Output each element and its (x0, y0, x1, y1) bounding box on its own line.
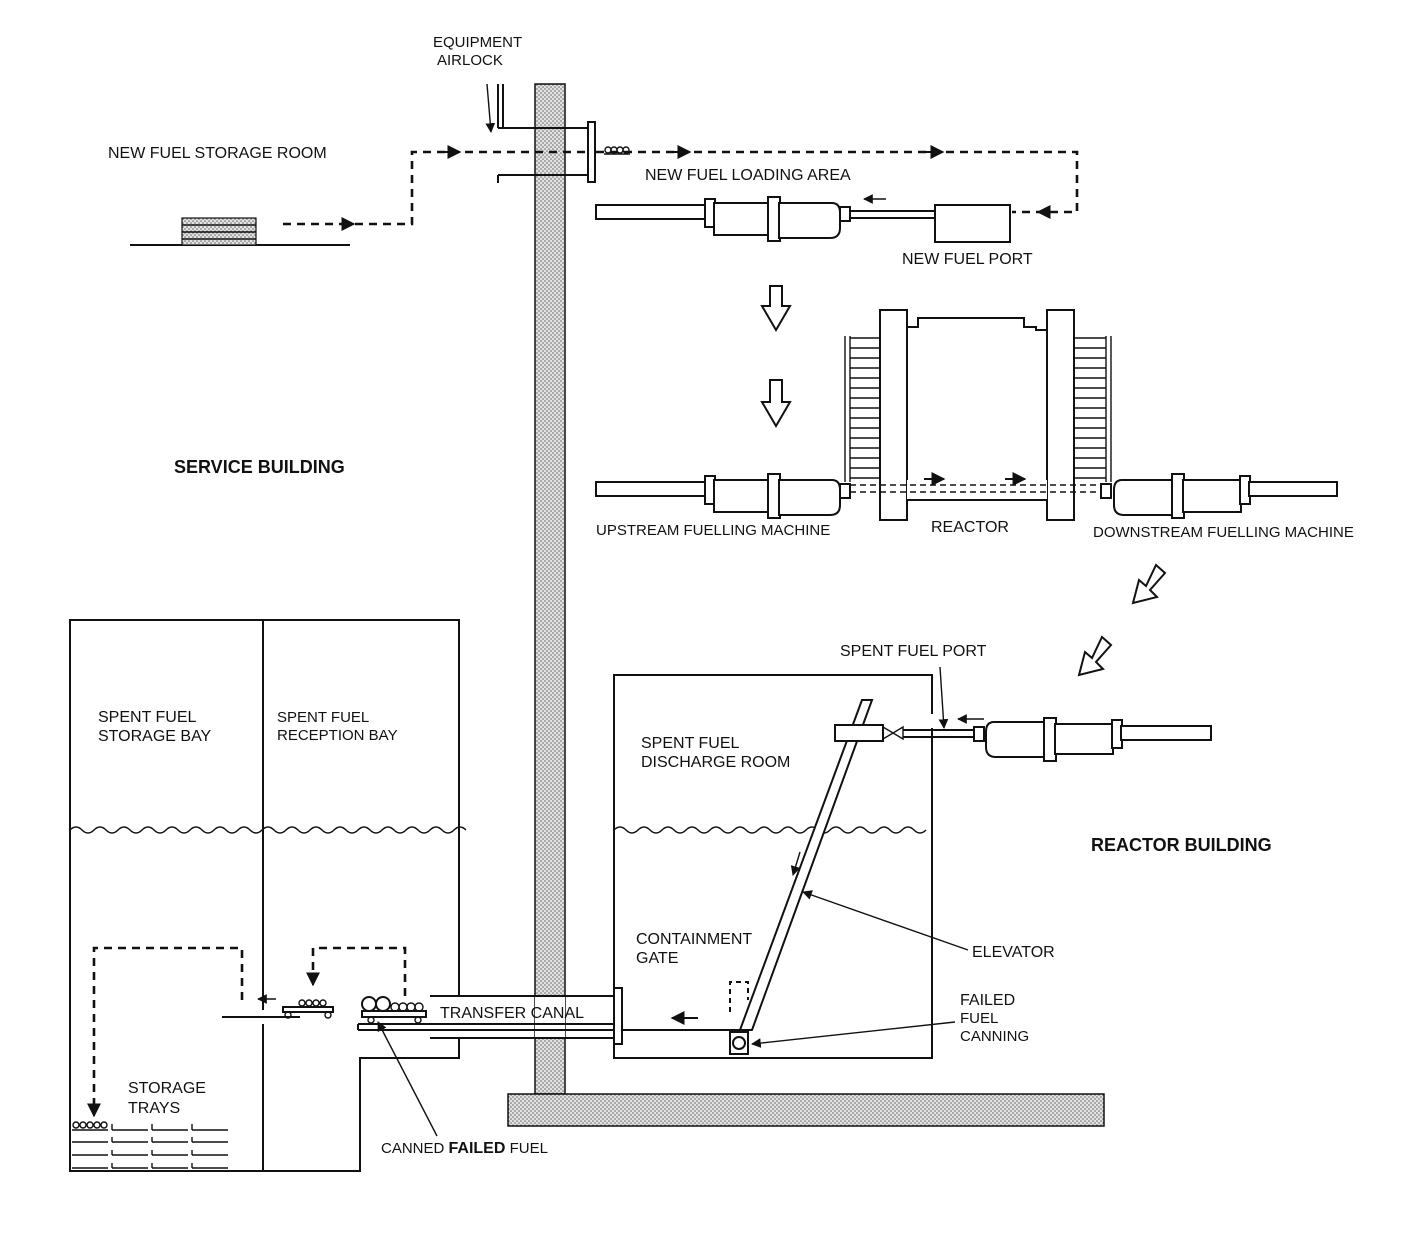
new-fuel-stack (130, 217, 350, 246)
sequence-arrow-down-2 (760, 379, 792, 428)
sequence-arrow-diagonal-1 (1131, 563, 1167, 605)
transfer-canal (357, 987, 623, 1045)
spent-fuel-storage-bay-label-1: SPENT FUEL (98, 709, 197, 726)
reactor-label: REACTOR (931, 519, 1009, 536)
new-fuel-port-label: NEW FUEL PORT (902, 251, 1033, 268)
fuelling-machine-at-new-fuel-port (595, 194, 1011, 243)
equipment-airlock-label-2: AIRLOCK (437, 52, 503, 69)
canned-failed-fuel-label: CANNED FAILED FUEL (381, 1140, 548, 1157)
failed-fuel-canning-pointer (751, 1021, 956, 1048)
new-fuel-loading-area-label: NEW FUEL LOADING AREA (645, 167, 851, 184)
storage-trays-label-2: TRAYS (128, 1100, 180, 1117)
reactor-end-fittings-right (1074, 336, 1112, 482)
elevator-pointer (802, 890, 969, 951)
spent-fuel-reception-bay-label-1: SPENT FUEL (277, 709, 369, 726)
spent-fuel-bays (69, 619, 467, 1172)
failed-fuel-canning-label-2: FUEL (960, 1010, 998, 1027)
sequence-arrow-down-1 (760, 285, 792, 332)
failed-fuel-canning-label-1: FAILED (960, 992, 1015, 1009)
fuelling-machine-at-spent-fuel-port (973, 717, 1212, 762)
containment-wall (507, 83, 1105, 1127)
storage-trays-label-1: STORAGE (128, 1080, 206, 1097)
new-fuel-storage-room-label: NEW FUEL STORAGE ROOM (108, 145, 327, 162)
new-fuel-route (283, 145, 1079, 231)
spent-fuel-reception-bay-label-2: RECEPTION BAY (277, 727, 398, 744)
reactor-building-label: REACTOR BUILDING (1091, 835, 1272, 855)
service-building-label: SERVICE BUILDING (174, 457, 345, 477)
equipment-airlock-label-1: EQUIPMENT (433, 34, 522, 51)
spent-fuel-discharge-room-label-2: DISCHARGE ROOM (641, 754, 790, 771)
canned-fuel-cart (361, 996, 427, 1024)
canned-failed-fuel-pointer (377, 1021, 438, 1137)
reactor-end-fittings-left (844, 336, 880, 482)
sequence-arrow-diagonal-2 (1077, 635, 1113, 677)
spent-fuel-discharge-room-label-1: SPENT FUEL (641, 735, 740, 752)
downstream-fuelling-machine (1100, 473, 1338, 519)
containment-gate-label-2: GATE (636, 950, 678, 967)
spent-fuel-port-label: SPENT FUEL PORT (840, 643, 987, 660)
fuel-bundle-icon (604, 146, 630, 155)
storage-trays (72, 1121, 228, 1169)
upstream-fuelling-machine (595, 473, 851, 519)
transfer-canal-label: TRANSFER CANAL (440, 1005, 584, 1022)
containment-gate (613, 987, 623, 1045)
downstream-fuelling-machine-label: DOWNSTREAM FUELLING MACHINE (1093, 524, 1354, 541)
spent-fuel-port (834, 666, 984, 742)
spent-fuel-storage-bay-label-2: STORAGE BAY (98, 728, 212, 745)
fuel-cart (282, 999, 334, 1019)
equipment-airlock (485, 83, 596, 183)
reactor (844, 309, 1112, 521)
upstream-fuelling-machine-label: UPSTREAM FUELLING MACHINE (596, 522, 830, 539)
failed-fuel-canning-label-3: CANNING (960, 1028, 1029, 1045)
containment-gate-label-1: CONTAINMENT (636, 931, 752, 948)
new-fuel-port (934, 204, 1011, 243)
spent-fuel-discharge-room (613, 674, 933, 1059)
elevator-label: ELEVATOR (972, 944, 1055, 961)
